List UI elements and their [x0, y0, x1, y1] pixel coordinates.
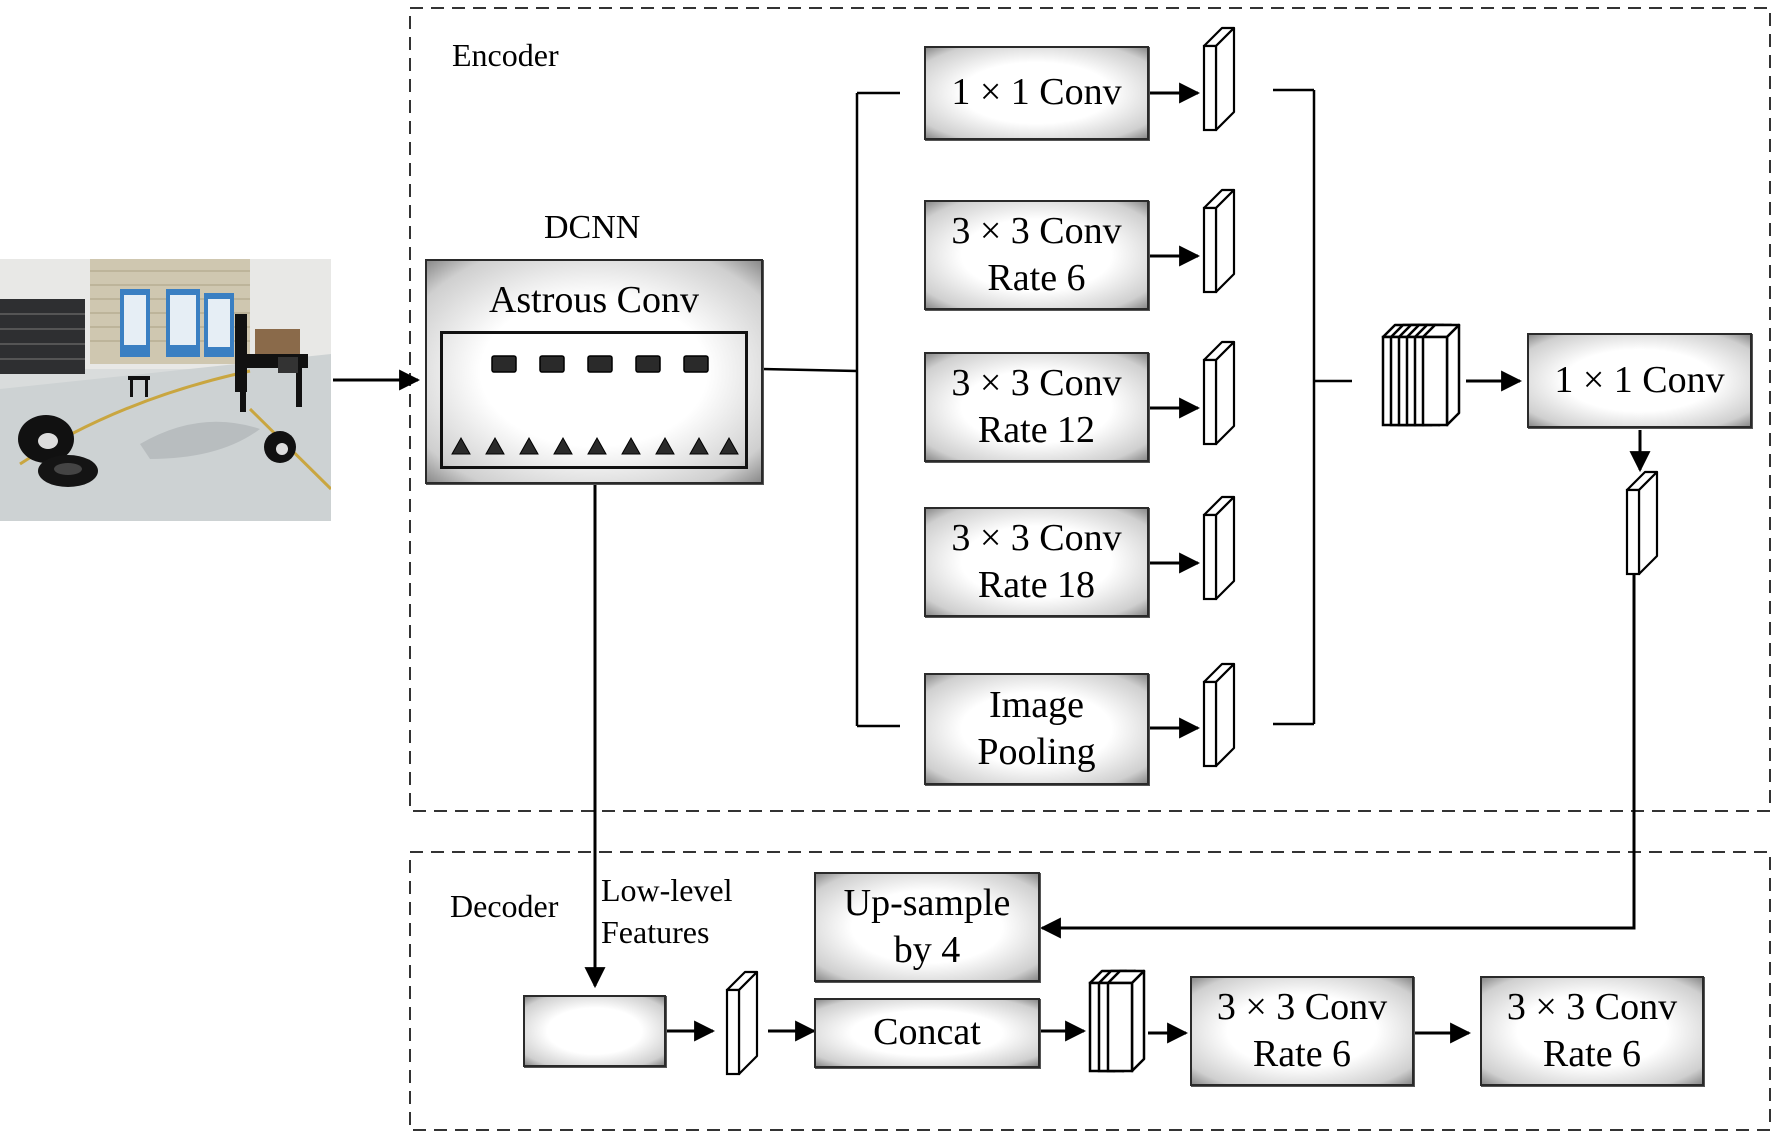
aspp-feature-maps: [1148, 26, 1236, 768]
aspp-conv3x3-rate12-box: 3 × 3 Conv Rate 12: [924, 352, 1149, 462]
low-level-conv-box: [523, 995, 666, 1067]
encoder-output-map: [1625, 470, 1659, 576]
decoder-conv3x3-box-1: 3 × 3 Conv Rate 6: [1190, 976, 1414, 1086]
encoder-conv1x1-box: 1 × 1 Conv: [1527, 333, 1752, 428]
dcnn-block: Astrous Conv: [425, 259, 763, 484]
upsample-box: Up-sample by 4: [814, 872, 1040, 982]
aspp-conv1x1-box: 1 × 1 Conv: [924, 46, 1149, 140]
encoder-region: [409, 7, 1771, 812]
concat-box: Concat: [814, 998, 1040, 1068]
aspp-conv3x3-rate18-box: 3 × 3 Conv Rate 18: [924, 507, 1149, 617]
astrous-conv-label: Astrous Conv: [488, 279, 700, 321]
decoder-region: [409, 851, 1771, 1131]
low-level-features-label: Low-level Features: [601, 872, 733, 950]
atrous-kernel-panel: [440, 331, 748, 469]
decoder-concat-stack: [1088, 969, 1146, 1073]
aspp-conv3x3-rate6-box: 3 × 3 Conv Rate 6: [924, 200, 1149, 310]
encoder-label: Encoder: [452, 37, 559, 73]
low-level-feature-map: [725, 970, 759, 1076]
decoder-conv3x3-box-2: 3 × 3 Conv Rate 6: [1480, 976, 1704, 1086]
input-photo: [0, 259, 331, 521]
dcnn-title: DCNN: [544, 209, 641, 246]
encoder-concat-stack: [1381, 323, 1461, 427]
aspp-image-pooling-box: Image Pooling: [924, 673, 1149, 785]
decoder-label: Decoder: [450, 888, 559, 924]
